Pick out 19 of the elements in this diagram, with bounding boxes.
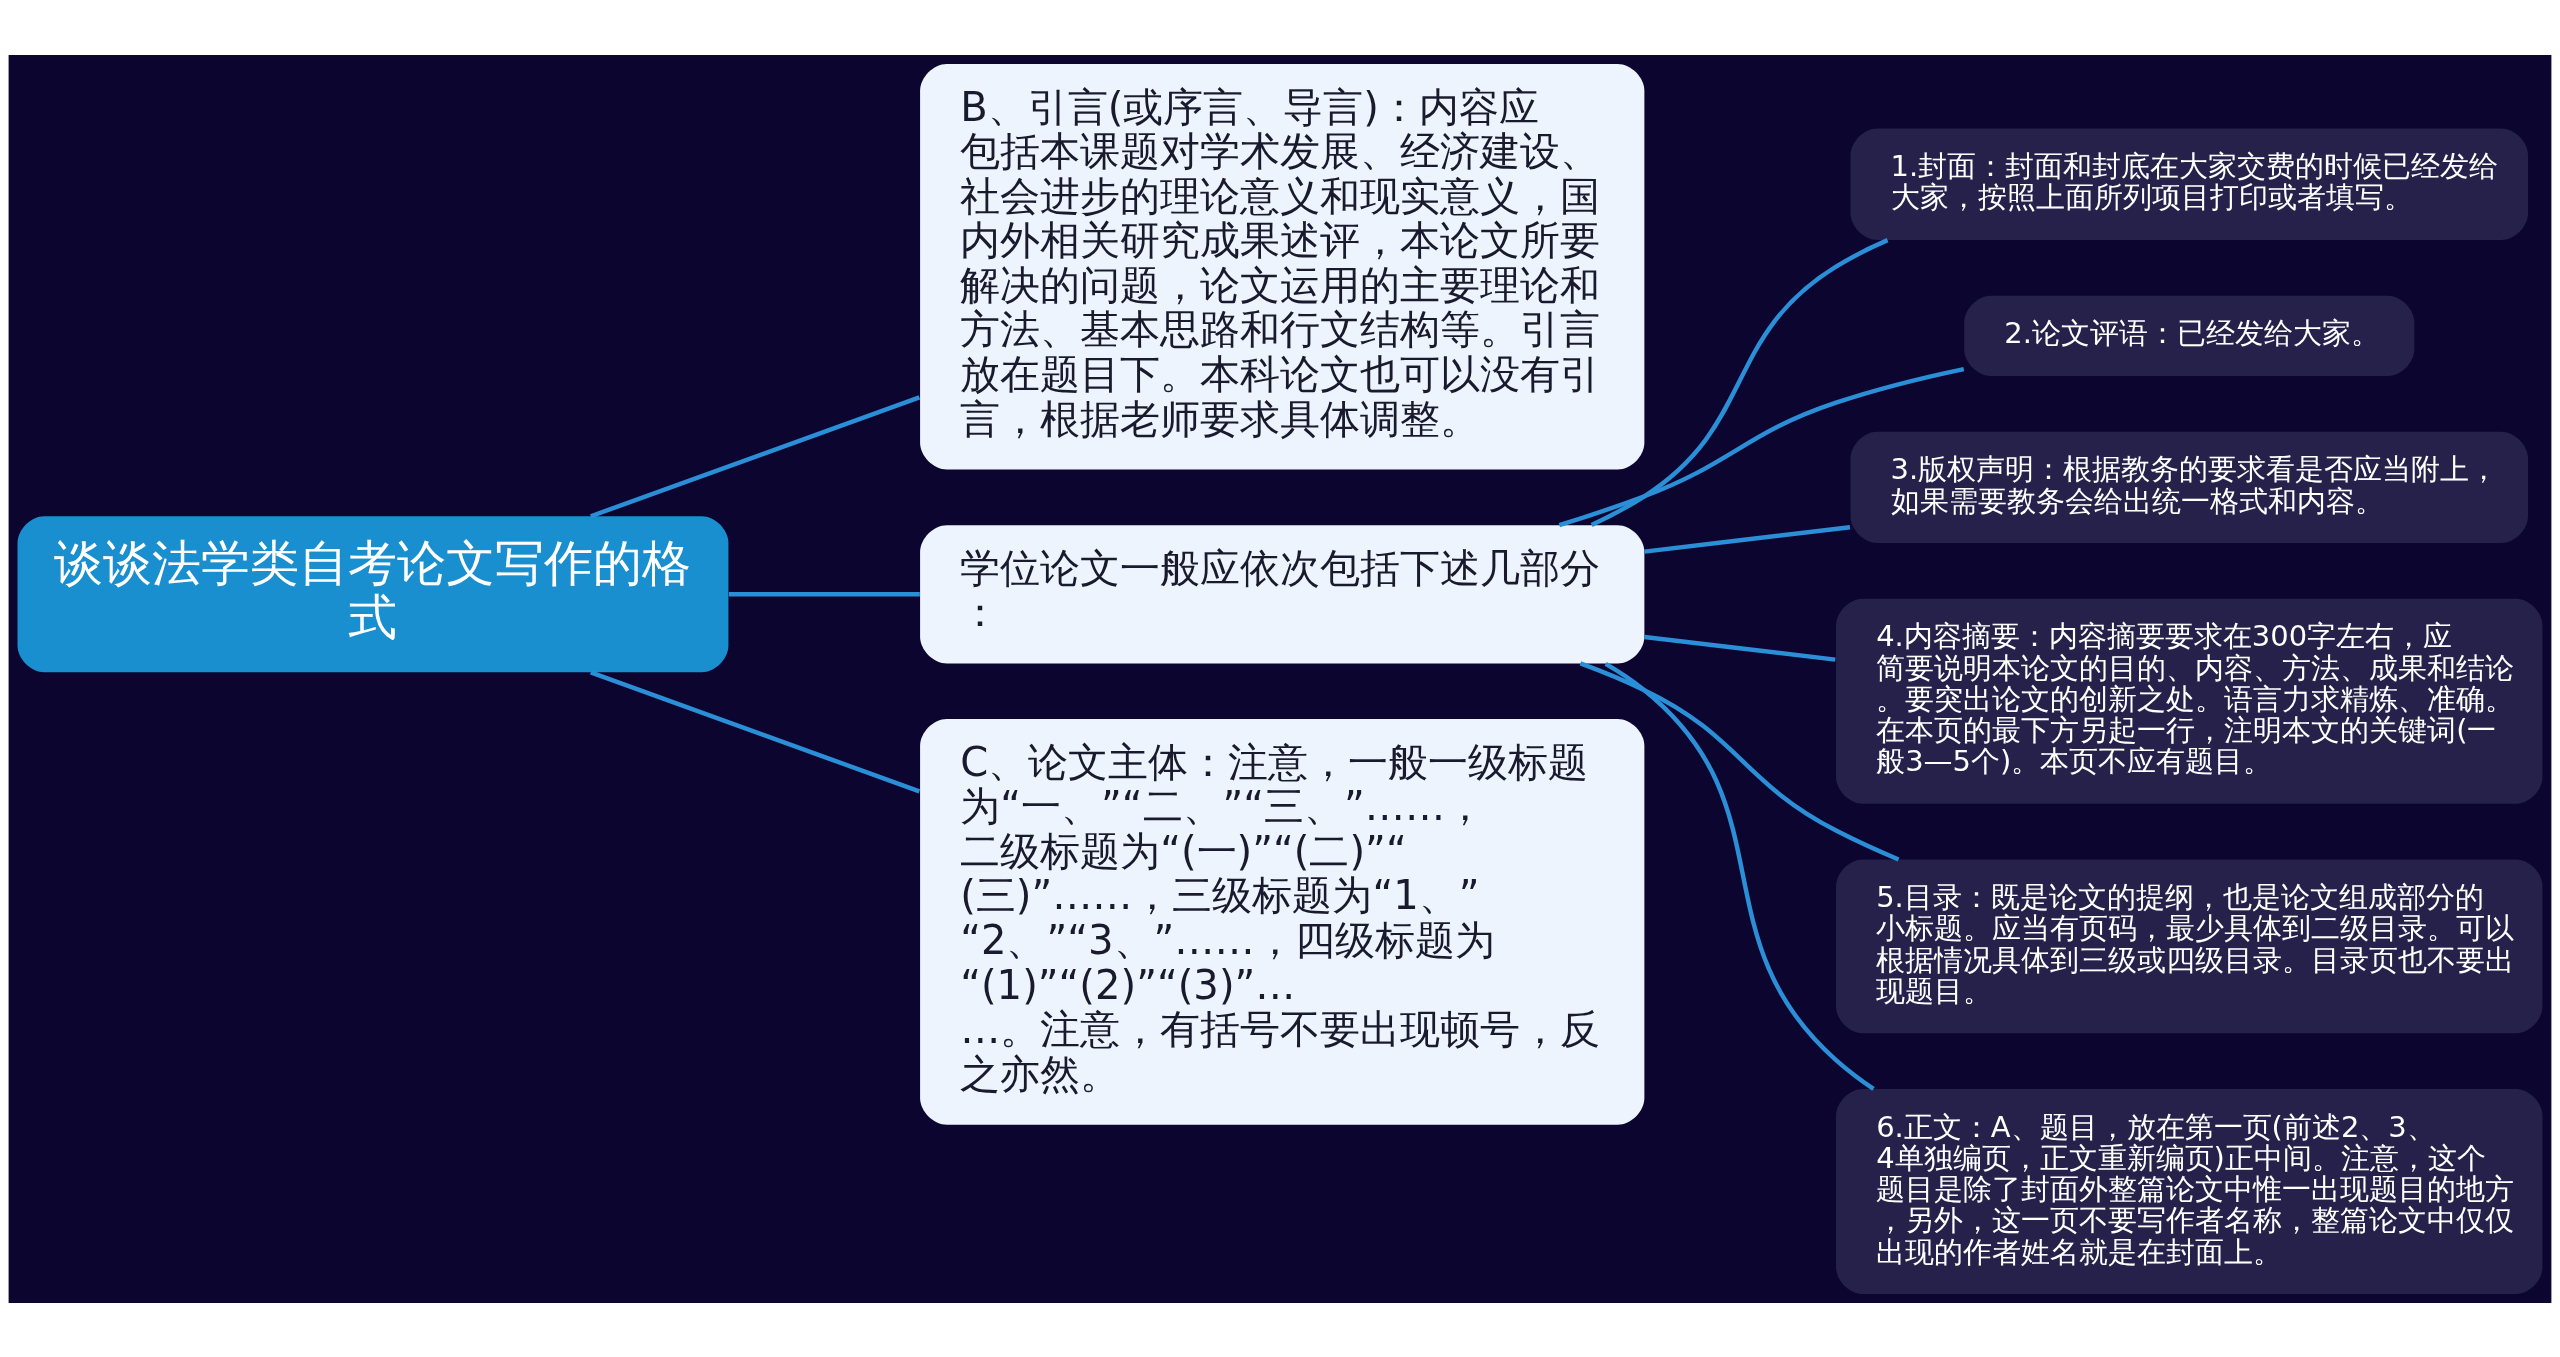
node-box: 5.目录：既是论文的提纲，也是论文组成部分的小标题。应当有页码，最少具体到二级目录。可以根据情况具体到三级或四级目录。目录页也不要出现题目。 xyxy=(1836,859,2543,1033)
node-box: 6.正文：A、题目，放在第一页(前述2、3、4单独编页，正文重新编页)正中间。注意，这个题目是除了封面外整篇论文中惟一出现题目的地方，另外，这一页不要写作者名称，整篇论文中仅仅出现的作者姓名就是在封面上。 xyxy=(1836,1088,2543,1294)
connector xyxy=(590,394,921,518)
connector xyxy=(1558,366,1965,527)
node-box: 3.版权声明：根据教务的要求看是否应当附上，如果需要教务会给出统一格式和内容。 xyxy=(1850,431,2528,543)
connector xyxy=(1604,661,1875,1091)
connector xyxy=(1644,634,1836,662)
node-box: 谈谈法学类自考论文写作的格式 xyxy=(17,515,729,672)
node-box: 2.论文评语：已经发给大家。 xyxy=(1964,295,2415,376)
connector xyxy=(1590,237,1889,527)
connector xyxy=(590,669,921,793)
node-box: 4.内容摘要：内容摘要要求在300字左右，应简要说明本论文的目的、内容、方法、成果和结论。要突出论文的创新之处。语言力求精炼、准确。在本页的最下方另起一行，注明本文的关键词(一般3—5个)。本页不应有题目。 xyxy=(1836,598,2543,804)
connector xyxy=(1644,524,1851,554)
node-box: 学位论文一般应依次包括下述几部分： xyxy=(920,524,1645,663)
node-box: B、引言(或序言、导言)：内容应包括本课题对学术发展、经济建设、社会进步的理论意义和现实意义，国内外相关研究成果述评，本论文所要解决的问题，论文运用的主要理论和方法、基本思路和行文结构等。引言放在题目下。本科论文也可以没有引言，根据老师要求具体调整。 xyxy=(920,63,1645,469)
node-box: 1.封面：封面和封底在大家交费的时候已经发给大家，按照上面所列项目打印或者填写。 xyxy=(1850,128,2528,240)
connector xyxy=(728,591,920,597)
connector xyxy=(1579,660,1900,861)
node-box: C、论文主体：注意，一般一级标题为“一、”“二、”“三、”……，二级标题为“(一)”“(二)”“(三)”……，三级标题为“1、”“2、”“3、”……，四级标题为“(1)”“(2)”“(3)”……。注意，有括号不要出现顿号，反之亦然。 xyxy=(920,718,1645,1125)
